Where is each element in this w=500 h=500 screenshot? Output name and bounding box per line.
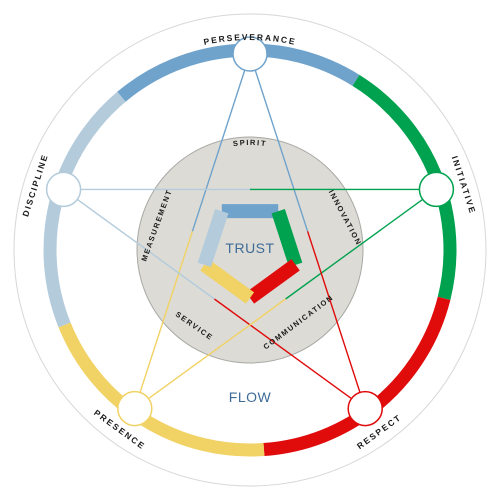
star-lines <box>63 53 437 410</box>
inner-disc <box>136 136 364 364</box>
star-line-perseverance-respect <box>249 53 309 232</box>
inner-label-spirit: SPIRIT <box>232 138 267 148</box>
value-nodes <box>45 36 455 427</box>
star-line-respect-discipline <box>213 298 366 410</box>
star-line-presence-perseverance <box>134 231 194 409</box>
star-line-discipline-respect <box>63 188 215 300</box>
center-band-respect <box>245 259 300 304</box>
star-line-perseverance-presence <box>191 53 251 232</box>
flow-label: FLOW <box>229 389 272 405</box>
ring-segment-discipline <box>43 91 126 328</box>
node-discipline <box>45 171 82 208</box>
node-respect <box>347 390 383 427</box>
center-band-initiative <box>271 209 303 267</box>
center-title: TRUST <box>225 240 274 256</box>
outer-boundary-ring <box>13 13 487 487</box>
outer-label-discipline: DISCIPLINE <box>20 152 50 218</box>
star-line-initiative-presence <box>285 188 437 300</box>
star-line-respect-perseverance <box>306 231 366 409</box>
center-band-presence <box>200 259 255 304</box>
node-presence <box>117 390 153 427</box>
outer-label-initiative: INITIATIVE <box>450 155 478 216</box>
center-band-discipline <box>197 209 229 267</box>
node-perseverance <box>232 36 268 72</box>
center-pentagon <box>197 204 303 304</box>
star-line-presence-initiative <box>134 298 287 410</box>
node-initiative <box>418 171 455 208</box>
